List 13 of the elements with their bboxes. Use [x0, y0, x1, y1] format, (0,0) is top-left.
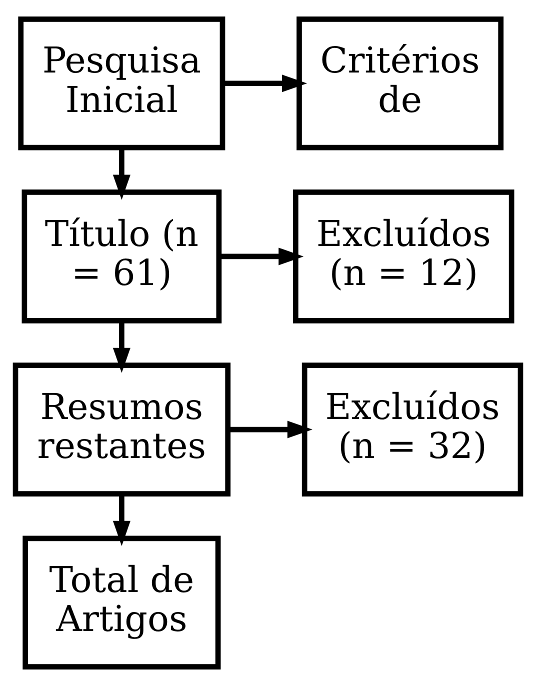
node-box: Resumos restantes	[12, 362, 231, 496]
arrow	[222, 74, 308, 92]
arrow	[219, 248, 304, 266]
node-box: Excluídos (n = 12)	[292, 190, 514, 324]
arrow	[112, 494, 130, 546]
node-box: Excluídos (n = 32)	[302, 362, 524, 496]
arrow	[228, 420, 312, 438]
node-box: Título (n = 61)	[22, 190, 222, 324]
arrow	[112, 320, 130, 373]
arrow	[112, 148, 130, 200]
node-box: Pesquisa Inicial	[18, 16, 226, 150]
node-box: Total de Artigos	[22, 536, 221, 670]
node-box: Critérios de	[296, 16, 504, 150]
